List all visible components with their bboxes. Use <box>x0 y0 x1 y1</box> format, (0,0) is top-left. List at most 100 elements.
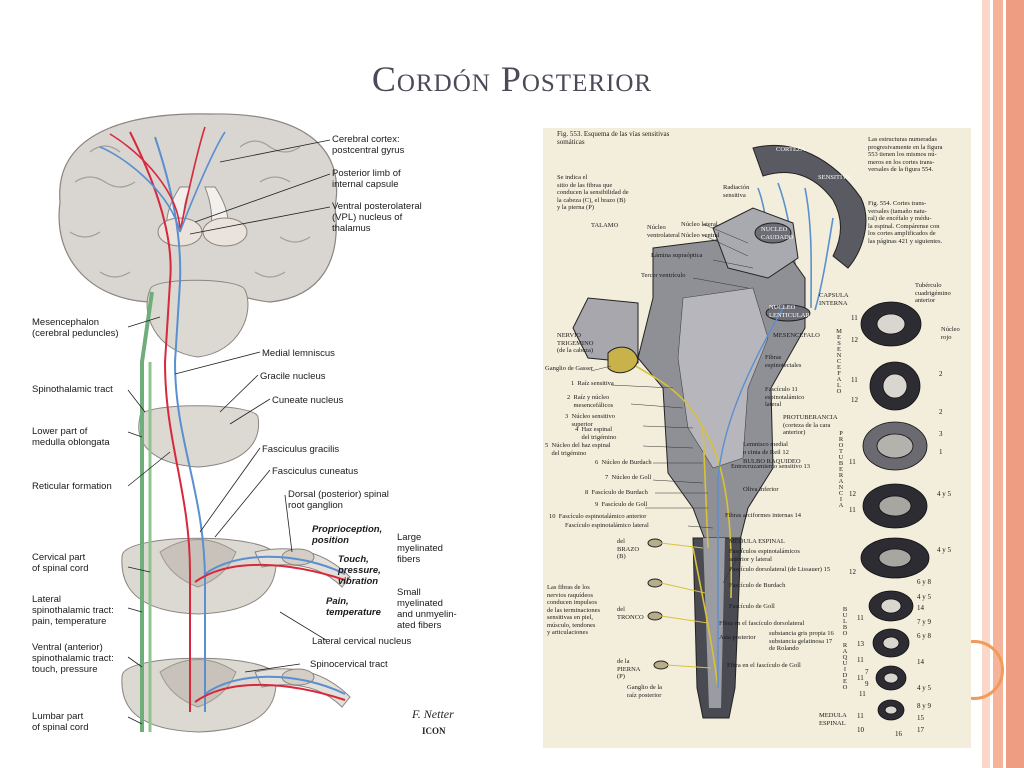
stripe-2 <box>993 0 1003 768</box>
label-fibra-dorsolateral: Fibra en el fascículo dorsolateral <box>719 620 805 627</box>
atlas-leader-lines <box>590 223 754 584</box>
netter-signature: F. Netter <box>412 707 454 721</box>
label-ventral-spinothalamic: Ventral (anterior) spinothalamic tract: … <box>32 642 114 675</box>
vertical-mesencefalo: MESENCEFALO <box>835 328 843 394</box>
label-substancia-gris: substancia gris propia 16 substancia gel… <box>769 630 834 652</box>
section-number: 17 <box>917 726 924 734</box>
cortex-band <box>752 144 867 269</box>
section-number: 4 y 5 <box>917 593 931 601</box>
section-number: 15 <box>917 714 924 722</box>
label-nucleo-ventral: Núcleo ventral <box>681 232 720 239</box>
vertical-protuberancia: PROTUBERANCIA <box>837 430 845 508</box>
label-spinocervical-tract: Spinocervical tract <box>310 659 388 670</box>
section-number: 1 <box>939 448 943 456</box>
label-nucleo-lenticular: NUCLEO LENTICULAR <box>769 304 810 319</box>
label-cervical-part: Cervical part of spinal cord <box>32 552 89 574</box>
stripe-1 <box>982 0 990 768</box>
label-proprioception: Proprioception, position <box>312 524 383 546</box>
label-nucleo-burdach: 6 Núcleo de Burdach <box>595 459 652 466</box>
label-sensitiva: SENSITIVA <box>818 174 851 181</box>
label-asta-posterior: Asta posterior <box>719 634 756 641</box>
caudate-nucleus <box>754 222 792 244</box>
label-medula-espinal: MEDULA ESPINAL <box>729 538 785 545</box>
label-fasciculos-espinotalamicos: Fascículos espinotalámicos anterior y la… <box>729 548 800 563</box>
red-thalamic-radiation <box>109 126 206 233</box>
green-tract <box>140 291 154 732</box>
section-number: 12 <box>849 490 856 498</box>
section-number: 11 <box>857 614 864 622</box>
section-number: 2 <box>939 370 943 378</box>
section-number: 6 y 8 <box>917 578 931 586</box>
red-fiber-cervical <box>194 563 346 583</box>
label-large-myelinated: Large myelinated fibers <box>397 532 443 565</box>
root-ganglia <box>647 538 669 670</box>
section-number: 11 <box>849 506 856 514</box>
label-lemnisco-medial: Lemnisco medial o cinta de Reil 12 <box>743 441 789 456</box>
section-number: 9 <box>865 680 869 688</box>
note-numbered-structures: Las estructuras numeradas progresivament… <box>868 136 943 173</box>
label-reticular-formation: Reticular formation <box>32 481 112 492</box>
label-haz-espinal: 4 Haz espinal del trigémino <box>575 426 617 441</box>
label-oliva-inferior: Oliva inferior <box>743 486 779 493</box>
section-number: 6 y 8 <box>917 632 931 640</box>
caption-fig-553: Fig. 553. Esquema de las vías sensitivas… <box>557 130 670 146</box>
red-fiber-lumbar <box>194 683 346 703</box>
midbrain-section <box>146 279 249 358</box>
blue-fiber-cervical <box>204 555 346 575</box>
section-number: 7 <box>865 668 869 676</box>
label-cuneate-nucleus: Cuneate nucleus <box>272 395 344 406</box>
section-number: 10 <box>857 726 864 734</box>
label-tuberculo-cuadrigemino: Tubérculo cuadrigémino anterior <box>915 282 951 304</box>
label-lateral-spinothalamic: Lateral spinothalamic tract: pain, tempe… <box>32 594 114 627</box>
gasser-ganglion <box>607 346 639 374</box>
label-fasciculus-cuneatus: Fasciculus cuneatus <box>272 466 359 477</box>
caption-fig-554: Fig. 554. Cortes trans- versales (tamaño… <box>868 200 943 245</box>
section-number: 11 <box>851 314 858 322</box>
label-mesencephalon: Mesencephalon (cerebral peduncles) <box>32 317 119 339</box>
section-number: 8 y 9 <box>917 702 931 710</box>
section-number: 16 <box>895 730 902 738</box>
section-number: 2 <box>939 408 943 416</box>
spinal-cord-light <box>703 538 725 708</box>
label-lamina-supraoptica: Lámina supraóptica <box>651 252 703 259</box>
label-lumbar-part: Lumbar part of spinal cord <box>32 711 89 733</box>
label-dorsal-root-ganglion: Dorsal (posterior) spinal root ganglion <box>288 489 389 511</box>
label-gracile-nucleus: Gracile nucleus <box>260 371 326 382</box>
section-number: 3 <box>939 430 943 438</box>
label-medial-lemniscus: Medial lemniscus <box>262 348 335 359</box>
left-pathway-diagram: Cerebral cortex: postcentral gyrus Poste… <box>30 112 460 748</box>
section-number: 12 <box>849 568 856 576</box>
label-vpl-nucleus: Ventral posterolateral (VPL) nucleus of … <box>332 201 422 234</box>
label-fasciculo-espinotalamico-lateral: Fascículo 11 espinotalámico lateral <box>765 386 805 408</box>
section-number: 11 <box>851 376 858 384</box>
blue-thalamic-radiation <box>99 131 226 233</box>
label-nervio-trigemino: NERVIO TRIGEMINO (de la cabeza) <box>557 332 594 354</box>
brain-gyri <box>69 140 311 278</box>
label-fasciculo-burdach: 8 Fascículo de Burdach <box>585 489 648 496</box>
pathway-illustration <box>58 113 351 733</box>
stripe-3 <box>1006 0 1024 768</box>
atlas-illustration <box>572 144 930 721</box>
section-number: 7 y 9 <box>917 618 931 626</box>
section-number: 12 <box>851 396 858 404</box>
label-fasciculo-burdach-2: Fascículo de Burdach <box>729 582 786 589</box>
label-nucleo-goll: 7 Núcleo de Goll <box>605 474 652 481</box>
label-fasciculo-goll-2: Fascículo de Goll <box>729 603 775 610</box>
label-fasciculo-dorsolateral: Fascículo dorsolateral (de Lissauer) 15 <box>729 566 831 573</box>
section-number: 12 <box>851 336 858 344</box>
label-ganglio-gasser: Ganglio de Gasser <box>545 365 594 372</box>
cross-sections <box>860 301 930 721</box>
label-internal-capsule: Posterior limb of internal capsule <box>332 168 401 190</box>
label-cerebral-cortex: Cerebral cortex: postcentral gyrus <box>332 134 405 156</box>
leader-lines <box>127 139 331 725</box>
section-number: 13 <box>857 640 864 648</box>
section-number: 14 <box>917 658 924 666</box>
brain-section <box>58 113 338 303</box>
right-atlas-figure: Fig. 553. Esquema de las vías sensitivas… <box>543 128 971 748</box>
label-fasciculus-gracilis: Fasciculus gracilis <box>262 444 340 455</box>
label-fasciculo-espinotalamico-anterior: 10 Fascículo espinotalámico anterior <box>549 513 647 520</box>
label-lateral-cervical-nucleus: Lateral cervical nucleus <box>312 636 412 647</box>
thalamus-right <box>202 217 248 247</box>
section-number: 11 <box>857 712 864 720</box>
label-protuberancia: PROTUBERANCIA (corteza de la cara anteri… <box>783 414 838 436</box>
